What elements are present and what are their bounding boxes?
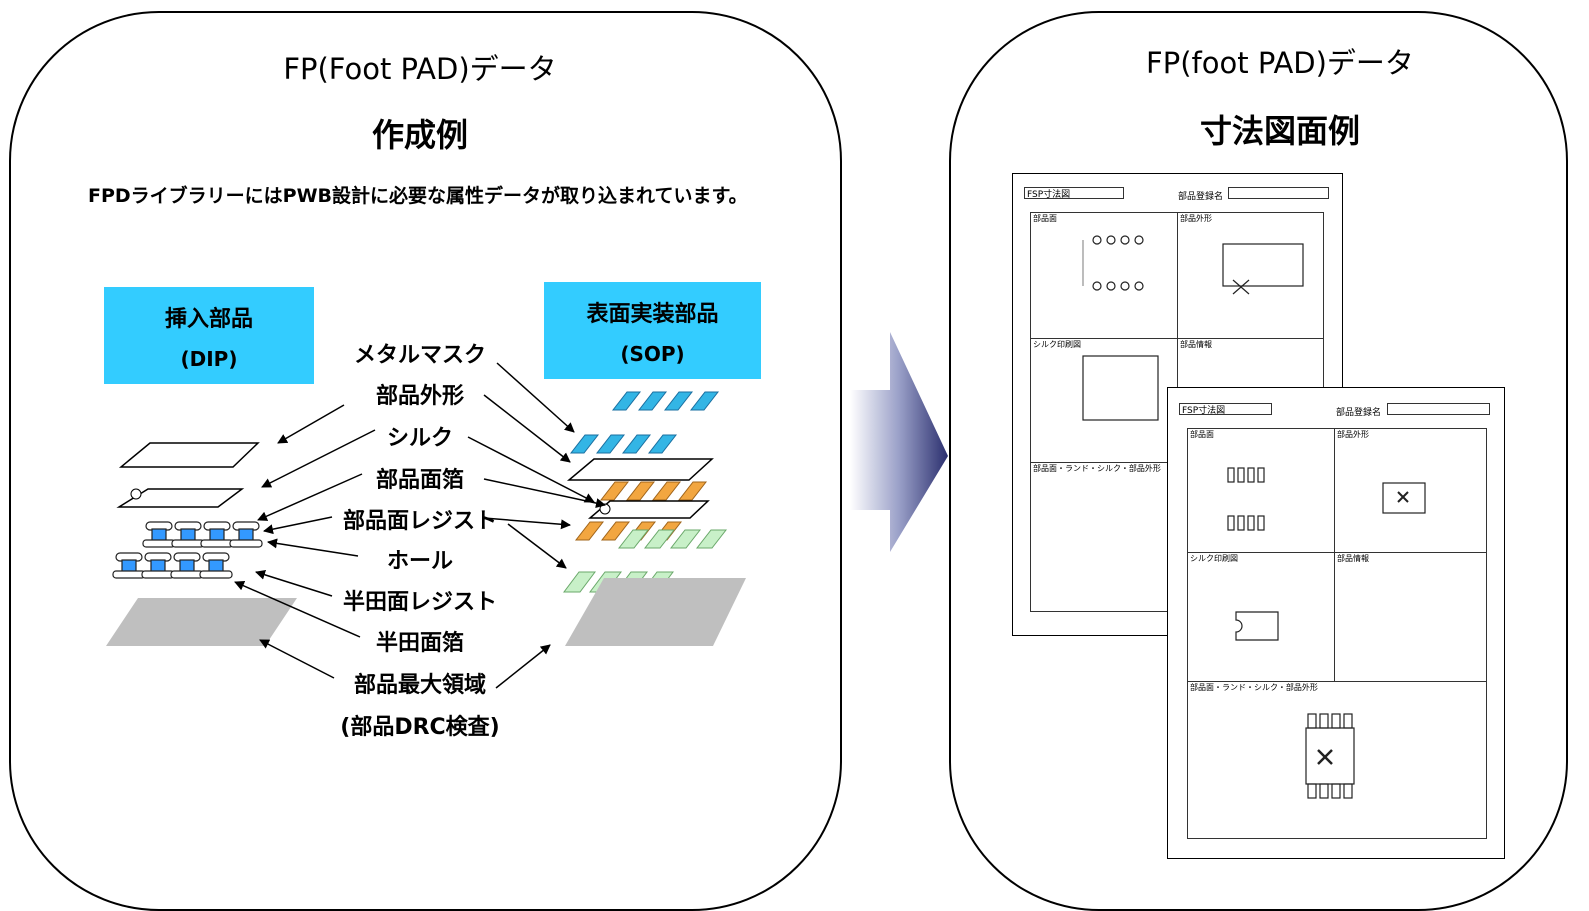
sheet-front: FSP寸法図 部品登録名 部品面 部品外形 シルク印刷図 部品情報 部品面・ラン… <box>1167 387 1505 859</box>
sheet-front-drawing <box>1227 467 1426 799</box>
sheet-front-header-box-right <box>1387 403 1490 415</box>
sheet-back-header-box-left <box>1024 187 1124 199</box>
sheet-front-header-box-left <box>1179 403 1272 415</box>
dip-box-sub: (DIP) <box>180 347 238 371</box>
sop-metal-mask <box>611 391 720 411</box>
dip-arrows <box>234 404 376 679</box>
right-title: FP(foot PAD)データ <box>1146 46 1414 80</box>
sop-outline <box>566 458 714 481</box>
sop-box-label: 表面実装部品 <box>586 302 719 327</box>
left-description: FPDライブラリーにはPWB設計に必要な属性データが取り込まれています。 <box>88 185 748 207</box>
sop-max-area <box>565 578 746 646</box>
layer-label-solder-resist: 半田面レジスト <box>342 590 497 615</box>
left-subtitle: 作成例 <box>371 116 468 154</box>
layer-label-hole: ホール <box>386 549 453 574</box>
big-arrow <box>850 332 948 552</box>
dip-layer-outline <box>118 442 260 468</box>
dip-box: 挿入部品 (DIP) <box>104 287 314 384</box>
sop-pads-blue <box>569 434 678 454</box>
sop-box-sub: (SOP) <box>620 342 685 366</box>
layer-label-silk: シルク <box>386 426 453 451</box>
layer-label-comp-resist: 部品面レジスト <box>342 509 497 534</box>
sop-box: 表面実装部品 (SOP) <box>544 282 761 379</box>
layer-label-comp-foil: 部品面箔 <box>375 468 464 493</box>
sheet-front-header-right: 部品登録名 <box>1336 408 1382 418</box>
sheet-back-drawing <box>1082 235 1304 421</box>
sheet-front-cell-land: 部品面・ランド・シルク・部品外形 <box>1187 681 1487 839</box>
layer-label-outline: 部品外形 <box>375 384 464 409</box>
left-title: FP(Foot PAD)データ <box>283 52 557 86</box>
sop-silk <box>587 500 710 519</box>
dip-pins <box>112 521 263 579</box>
left-diagram <box>106 332 948 689</box>
sheet-back-header-right: 部品登録名 <box>1178 192 1224 202</box>
sheet-back-header-left: FSP寸法図 <box>1027 190 1071 200</box>
layer-label-drc: (部品DRC検査) <box>340 715 500 740</box>
sop-resist-green-top <box>617 529 728 549</box>
layer-label-metal-mask: メタルマスク <box>353 343 486 368</box>
sop-arrows <box>467 362 606 689</box>
right-subtitle: 寸法図面例 <box>1199 112 1360 150</box>
sheet-front-header-left: FSP寸法図 <box>1182 406 1226 416</box>
sheet-back-header-box-right <box>1228 187 1329 199</box>
dip-layer-silk <box>116 488 245 508</box>
sop-comp-foil <box>599 481 708 501</box>
dip-box-label: 挿入部品 <box>164 307 253 332</box>
dip-max-area <box>106 598 297 646</box>
layer-label-max-area: 部品最大領域 <box>353 673 486 698</box>
layer-label-solder-foil: 半田面箔 <box>375 631 464 656</box>
